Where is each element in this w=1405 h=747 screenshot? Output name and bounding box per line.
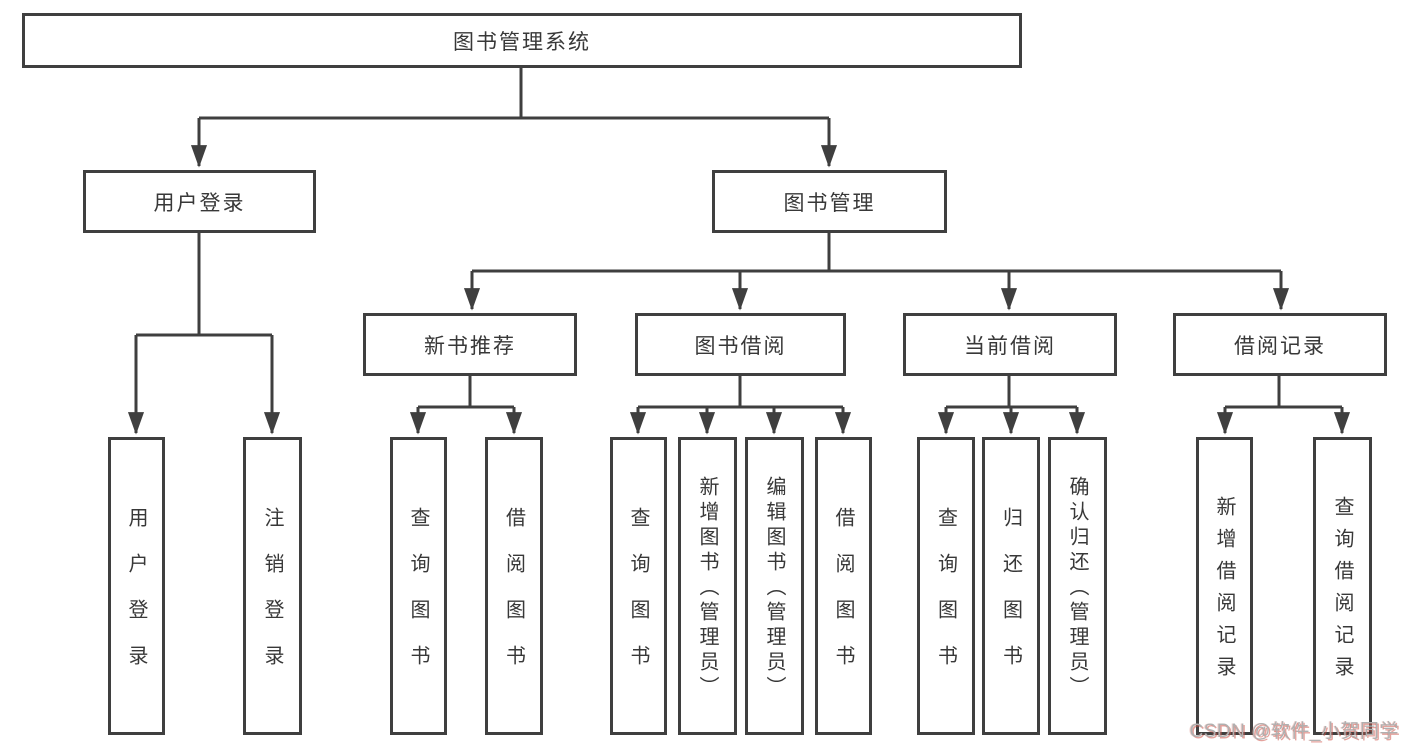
leaf-cb-query-books-label: 查询图书 xyxy=(934,507,957,691)
node-root-label: 图书管理系统 xyxy=(453,30,591,54)
leaf-user-login-label: 用户登录 xyxy=(125,507,147,691)
leaf-cb-confirm-return-admin-label: 确认归还（管理员） xyxy=(1066,476,1088,701)
leaf-bb-edit-books-admin: 编辑图书（管理员） xyxy=(745,437,804,735)
node-borrow-records: 借阅记录 xyxy=(1173,313,1387,376)
leaf-logout: 注销登录 xyxy=(243,437,302,735)
leaf-bb-borrow-books: 借阅图书 xyxy=(815,437,872,735)
leaf-bb-edit-books-admin-label: 编辑图书（管理员） xyxy=(763,476,785,701)
node-borrow-records-label: 借阅记录 xyxy=(1234,334,1326,358)
node-user-login-label: 用户登录 xyxy=(153,191,246,215)
leaf-nbr-borrow-books-label: 借阅图书 xyxy=(502,507,525,691)
leaf-bb-add-books-admin-label: 新增图书（管理员） xyxy=(696,476,718,701)
leaf-cb-return-books-label: 归还图书 xyxy=(999,507,1022,691)
leaf-bb-add-books-admin: 新增图书（管理员） xyxy=(678,437,737,735)
node-book-management: 图书管理 xyxy=(712,170,947,233)
leaf-nbr-borrow-books: 借阅图书 xyxy=(485,437,543,735)
leaf-cb-return-books: 归还图书 xyxy=(982,437,1040,735)
leaf-br-add-record-label: 新增借阅记录 xyxy=(1213,496,1235,688)
leaf-br-query-record-label: 查询借阅记录 xyxy=(1331,496,1353,688)
leaf-br-add-record: 新增借阅记录 xyxy=(1196,437,1253,735)
leaf-user-login: 用户登录 xyxy=(108,437,165,735)
leaf-logout-label: 注销登录 xyxy=(261,507,283,691)
node-user-login: 用户登录 xyxy=(83,170,316,233)
leaf-bb-query-books: 查询图书 xyxy=(610,437,667,735)
node-book-borrow-label: 图书借阅 xyxy=(694,334,787,358)
leaf-bb-query-books-label: 查询图书 xyxy=(627,507,649,691)
node-current-borrow: 当前借阅 xyxy=(903,313,1117,376)
leaf-nbr-query-books-label: 查询图书 xyxy=(407,507,429,691)
leaf-br-query-record: 查询借阅记录 xyxy=(1313,437,1372,735)
node-current-borrow-label: 当前借阅 xyxy=(964,334,1056,358)
leaf-cb-query-books: 查询图书 xyxy=(917,437,975,735)
node-root-library-management-system: 图书管理系统 xyxy=(22,13,1022,68)
node-book-borrow: 图书借阅 xyxy=(635,313,846,376)
node-new-book-recommend: 新书推荐 xyxy=(363,313,577,376)
leaf-bb-borrow-books-label: 借阅图书 xyxy=(832,507,854,691)
leaf-nbr-query-books: 查询图书 xyxy=(390,437,447,735)
csdn-watermark: CSDN @软件_小贺同学 xyxy=(1189,721,1399,742)
node-book-management-label: 图书管理 xyxy=(783,191,876,215)
leaf-cb-confirm-return-admin: 确认归还（管理员） xyxy=(1048,437,1107,735)
node-new-book-recommend-label: 新书推荐 xyxy=(424,334,516,358)
